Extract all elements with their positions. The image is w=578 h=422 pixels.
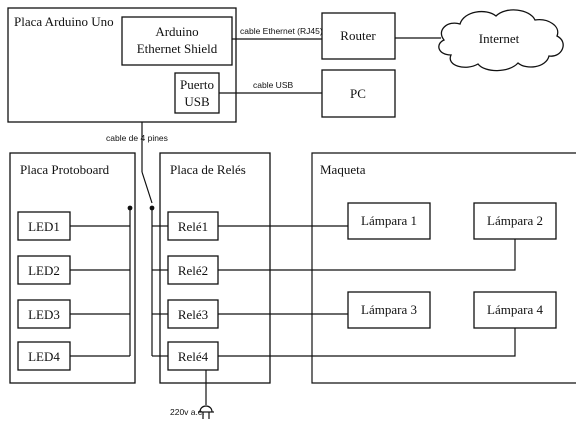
power-plug: 220v a.c.: [170, 370, 214, 419]
lamp-1-label: Lámpara 1: [361, 213, 417, 228]
usb-cable-label: cable USB: [253, 80, 293, 90]
led-3-label: LED3: [28, 307, 60, 322]
relay-1: Relé1: [167, 211, 219, 241]
ethernet-cable: cable Ethernet (RJ45): [232, 26, 323, 40]
usb-port-label-line1: Puerto: [180, 77, 214, 92]
router: Router: [321, 12, 396, 60]
led-3: LED3: [17, 299, 71, 329]
model: Maqueta: [311, 152, 576, 384]
lamp-4-label: Lámpara 4: [487, 302, 543, 317]
model-label: Maqueta: [320, 162, 366, 177]
lamp-3: Lámpara 3: [347, 291, 431, 329]
relay-3: Relé3: [167, 299, 219, 329]
lamp-3-label: Lámpara 3: [361, 302, 417, 317]
lamp-2-label: Lámpara 2: [487, 213, 543, 228]
relay-1-label: Relé1: [178, 219, 208, 234]
pc: PC: [321, 69, 396, 118]
relay-2: Relé2: [167, 255, 219, 285]
relay-3-label: Relé3: [178, 307, 208, 322]
lamp-2: Lámpara 2: [473, 202, 557, 240]
led-1: LED1: [17, 211, 71, 241]
lamp-wiring: [218, 225, 516, 357]
usb-port-label-line2: USB: [184, 94, 210, 109]
router-label: Router: [340, 28, 376, 43]
protoboard-label: Placa Protoboard: [20, 162, 110, 177]
lamp-4: Lámpara 4: [473, 291, 557, 329]
pc-label: PC: [350, 86, 366, 101]
relay-wiring: [149, 205, 168, 357]
arduino-board-label: Placa Arduino Uno: [14, 14, 114, 29]
relay-board-label: Placa de Relés: [170, 162, 246, 177]
led-4-label: LED4: [28, 349, 60, 364]
ethernet-shield-label-line1: Arduino: [155, 24, 198, 39]
lamp-1: Lámpara 1: [347, 202, 431, 240]
relay-4: Relé4: [167, 341, 219, 371]
four-pin-cable: cable de 4 pines: [106, 122, 168, 204]
led-2-label: LED2: [28, 263, 60, 278]
ethernet-shield-label-line2: Ethernet Shield: [137, 41, 218, 56]
relay-2-label: Relé2: [178, 263, 208, 278]
led-4: LED4: [17, 341, 71, 371]
internet-cloud: Internet: [438, 9, 564, 72]
usb-port: Puerto USB: [174, 72, 220, 114]
ethernet-shield: Arduino Ethernet Shield: [121, 16, 233, 66]
relay-4-label: Relé4: [178, 349, 209, 364]
usb-cable: cable USB: [219, 80, 322, 94]
internet-label: Internet: [479, 31, 520, 46]
led-1-label: LED1: [28, 219, 60, 234]
led-2: LED2: [17, 255, 71, 285]
ethernet-cable-label: cable Ethernet (RJ45): [240, 26, 323, 36]
led-wiring: [70, 205, 133, 357]
four-pin-cable-label: cable de 4 pines: [106, 133, 168, 143]
power-label: 220v a.c.: [170, 407, 205, 417]
